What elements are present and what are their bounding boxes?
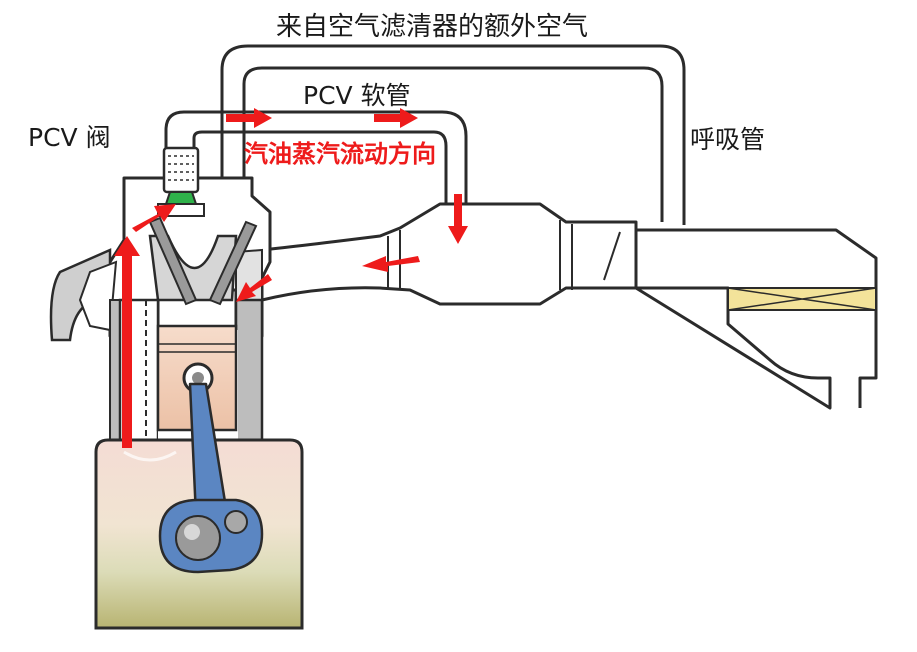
air-filter-housing	[634, 228, 878, 410]
flow-arrow-icon	[374, 108, 418, 128]
flow-direction-label: 汽油蒸汽流动方向	[244, 140, 436, 168]
crankshaft-icon	[158, 498, 264, 574]
pcv-hose	[164, 110, 468, 205]
flow-arrow-icon	[236, 274, 272, 302]
flow-arrow-icon	[362, 256, 420, 272]
pcv-valve-label: PCV 阀	[28, 123, 111, 152]
pcv-hose-label: PCV 软管	[303, 81, 411, 110]
fresh-air-pipe	[220, 44, 686, 225]
flow-arrows	[114, 108, 468, 448]
flow-arrow-icon	[226, 108, 272, 128]
flow-arrow-icon	[114, 236, 140, 448]
fresh-air-label: 来自空气滤清器的额外空气	[276, 12, 589, 42]
flow-arrow-icon	[448, 194, 468, 244]
breather-tube-label: 呼吸管	[690, 125, 766, 154]
intake-duct	[260, 202, 638, 306]
flow-arrow-icon	[132, 204, 176, 232]
